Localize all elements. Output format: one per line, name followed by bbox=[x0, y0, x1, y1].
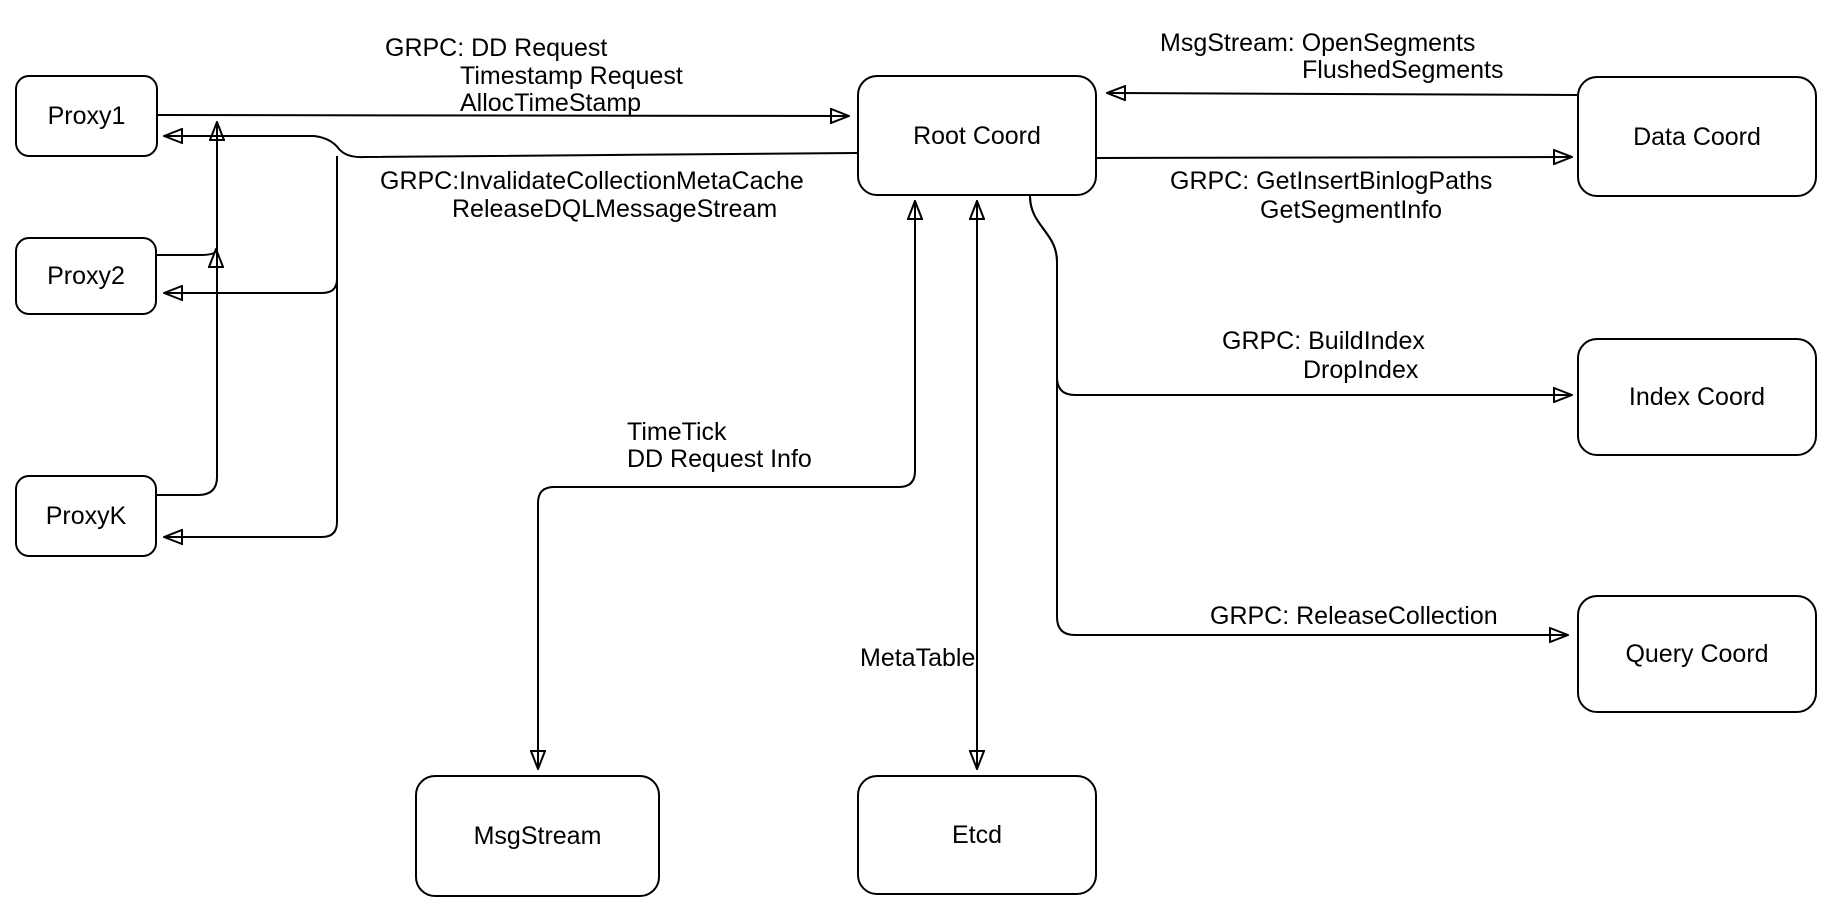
edge-label-root-to-querycoord: GRPC: ReleaseCollection bbox=[1210, 602, 1498, 630]
edge-rootcoord-to-proxy1 bbox=[165, 136, 858, 159]
edge-rootcoord-to-proxy2 bbox=[165, 156, 338, 293]
node-index-coord-label: Index Coord bbox=[1628, 383, 1766, 411]
edge-label-root-to-proxies-line2: ReleaseDQLMessageStream bbox=[452, 195, 778, 223]
edge-label-root-to-msgstream-line2: DD Request Info bbox=[627, 445, 812, 473]
node-proxyk-label: ProxyK bbox=[45, 502, 127, 530]
edge-rootcoord-msgstream bbox=[538, 202, 915, 768]
node-etcd: Etcd bbox=[857, 775, 1097, 895]
node-msgstream-label: MsgStream bbox=[473, 822, 602, 850]
edge-rootcoord-to-querycoord bbox=[1029, 195, 1567, 635]
node-index-coord: Index Coord bbox=[1577, 338, 1817, 456]
edge-datacoord-to-rootcoord bbox=[1108, 93, 1578, 95]
edge-label-datacoord-to-root-line2: FlushedSegments bbox=[1302, 56, 1504, 84]
node-msgstream: MsgStream bbox=[415, 775, 660, 897]
edge-proxyk-merge bbox=[157, 123, 217, 496]
node-data-coord-label: Data Coord bbox=[1633, 122, 1761, 151]
edge-label-root-to-proxies-line1: GRPC:InvalidateCollectionMetaCache bbox=[380, 167, 804, 195]
node-data-coord: Data Coord bbox=[1577, 76, 1817, 197]
node-proxy1: Proxy1 bbox=[15, 75, 158, 157]
edge-label-root-to-datacoord-line2: GetSegmentInfo bbox=[1260, 196, 1443, 224]
node-proxy1-label: Proxy1 bbox=[47, 102, 126, 130]
node-query-coord-label: Query Coord bbox=[1625, 640, 1769, 668]
edge-label-proxies-to-root-line1: GRPC: DD Request bbox=[385, 34, 608, 62]
node-root-coord: Root Coord bbox=[857, 75, 1097, 196]
edge-label-root-to-indexcoord-line2: DropIndex bbox=[1303, 356, 1419, 384]
edge-label-datacoord-to-root-line1: MsgStream: OpenSegments bbox=[1160, 29, 1476, 57]
edge-label-root-to-datacoord-line1: GRPC: GetInsertBinlogPaths bbox=[1170, 167, 1493, 195]
node-query-coord: Query Coord bbox=[1577, 595, 1817, 713]
node-etcd-label: Etcd bbox=[951, 821, 1003, 849]
node-proxyk: ProxyK bbox=[15, 475, 157, 557]
node-root-coord-label: Root Coord bbox=[913, 121, 1041, 150]
edge-rootcoord-to-datacoord bbox=[1096, 157, 1571, 158]
edge-label-root-to-indexcoord-line1: GRPC: BuildIndex bbox=[1222, 327, 1425, 355]
edge-label-proxies-to-root-line2: Timestamp Request bbox=[460, 62, 683, 90]
edge-label-root-to-msgstream-line1: TimeTick bbox=[627, 418, 727, 446]
node-proxy2: Proxy2 bbox=[15, 237, 157, 315]
node-proxy2-label: Proxy2 bbox=[47, 262, 125, 290]
edge-rootcoord-to-indexcoord bbox=[1029, 195, 1571, 395]
edge-label-proxies-to-root-line3: AllocTimeStamp bbox=[460, 89, 642, 117]
edge-label-root-to-etcd: MetaTable bbox=[860, 644, 976, 672]
edge-proxy2-merge bbox=[157, 250, 216, 255]
edge-proxies-to-rootcoord bbox=[157, 115, 848, 116]
edge-rootcoord-to-proxyk bbox=[165, 156, 338, 537]
